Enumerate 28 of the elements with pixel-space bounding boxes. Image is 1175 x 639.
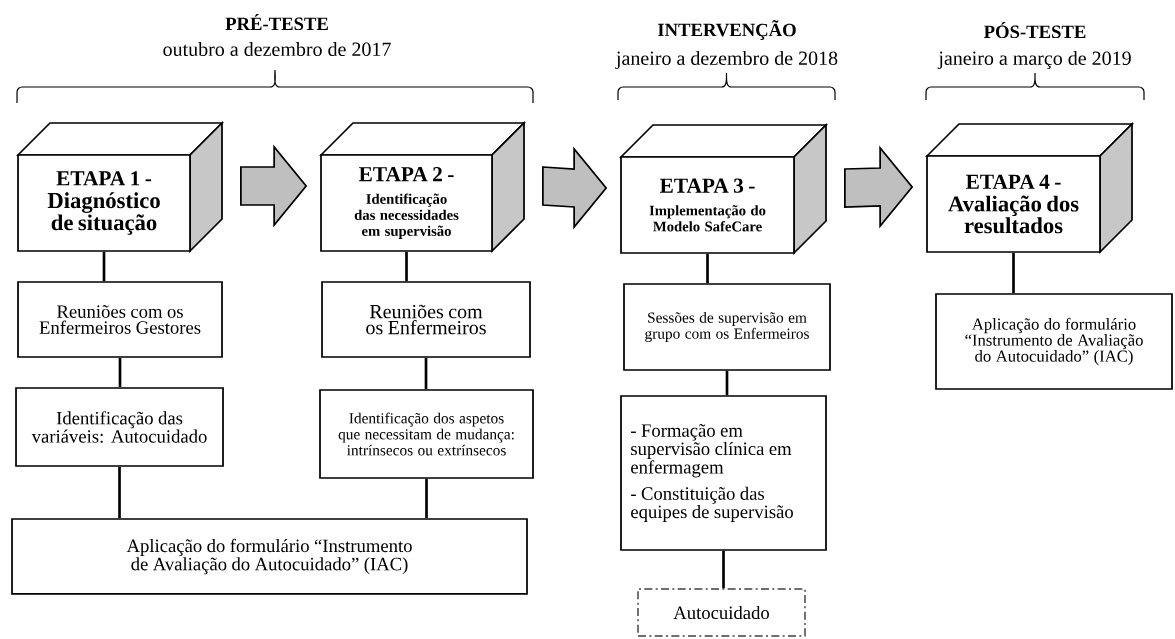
text-box: - Formação em supervisão clínica em enfermagem - Constituição das equipes de supervisão: [620, 395, 827, 551]
block-arrow: [240, 144, 308, 228]
phase-title: PRÉ-TESTE: [225, 13, 328, 31]
date-range: outubro a dezembro de 2017: [163, 42, 391, 57]
date-range: janeiro a dezembro de 2018: [615, 50, 838, 70]
block-arrow: [542, 146, 608, 230]
dashed-box: Autocuidado: [637, 588, 806, 637]
connector-line: [1012, 252, 1015, 294]
connector-line: [118, 357, 122, 388]
phase-title: PÓS-TESTE: [983, 21, 1086, 39]
text-box: Aplicação do formulário “Instrumento de Avaliação do Autocuidado” (IAC): [11, 518, 528, 595]
date-range: janeiro a março de 2019: [937, 50, 1131, 70]
connector-line: [405, 251, 408, 282]
connector-line: [722, 550, 725, 589]
text-box: Aplicação do formulário “Instrumento de Avaliação do Autocuidado” (IAC): [935, 293, 1173, 390]
phase-title: INTERVENÇÃO: [657, 20, 796, 40]
connector-line: [118, 466, 121, 519]
text-box: Reuniões com os Enfermeiros: [321, 281, 531, 358]
connector-line: [424, 357, 428, 390]
block-arrow: [844, 145, 914, 229]
connector-line: [102, 251, 106, 282]
connector-line: [706, 253, 709, 284]
text-box: Identificação dos aspetos que necessitam de mudança: intrínsecos ou extrínsecos: [319, 389, 534, 479]
text-box: Sessões de supervisão em grupo com os Enfermeiros: [623, 283, 831, 371]
connector-line: [425, 478, 428, 519]
text-box: Reuniões com os Enfermeiros Gestores: [17, 281, 223, 358]
text-box: Identificação das variáveis: Autocuidado: [15, 387, 224, 467]
connector-line: [725, 370, 729, 396]
